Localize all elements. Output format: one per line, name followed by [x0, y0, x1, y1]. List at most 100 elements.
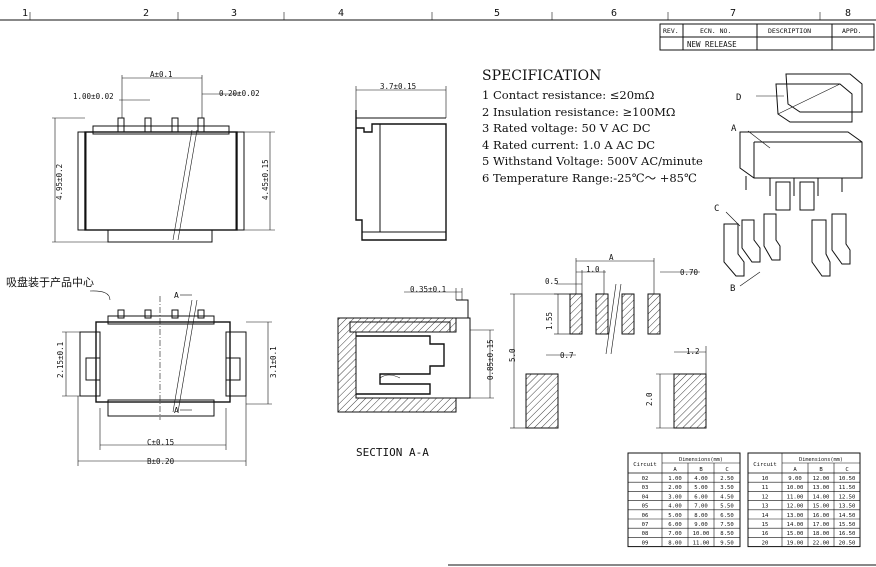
- grid-label-7: 7: [730, 8, 736, 19]
- grid-label-8: 8: [845, 8, 851, 19]
- right-table-cell: 15: [762, 522, 769, 528]
- left-table-cell: 05: [642, 504, 649, 510]
- right-table-cell: 16: [762, 531, 769, 537]
- spec-item-5: 5 Withstand Voltage: 500V AC/minute: [482, 154, 703, 168]
- right-table-cell: 20.50: [839, 540, 856, 546]
- fp-dim-0-70: 0.70: [680, 268, 699, 277]
- right-table-cell: 13.00: [813, 485, 830, 491]
- revision-block: REV. ECN. NO. DESCRIPTION APPD. NEW RELE…: [659, 23, 875, 51]
- left-table-cell: 5.50: [720, 504, 733, 510]
- left-table-cell: 06: [642, 513, 649, 519]
- left-table-cell: 11.00: [693, 540, 710, 546]
- left-table-cell: 09: [642, 540, 649, 546]
- left-table-cell: 4.00: [694, 476, 707, 482]
- spec-item-3: 3 Rated voltage: 50 V AC DC: [482, 121, 651, 135]
- spec-item-4: 4 Rated current: 1.0 A AC DC: [482, 138, 655, 152]
- left-table-cell: 07: [642, 522, 649, 528]
- left-table-cell: 8.50: [720, 531, 733, 537]
- right-circuit-header: Circuit: [753, 462, 777, 468]
- left-table-cell: 5.00: [668, 513, 681, 519]
- right-dims-header: Dimensions(mm): [799, 457, 843, 463]
- left-table-cell: 8.00: [694, 513, 707, 519]
- section-dim-side: 0.85±0.15: [486, 339, 495, 380]
- front-dim-pitch: 1.00±0.02: [73, 92, 114, 101]
- left-table-cell: 7.50: [720, 522, 733, 528]
- left-col-b: B: [699, 467, 703, 473]
- top-dim-b: B±0.20: [147, 457, 175, 466]
- right-table-cell: 12.50: [839, 494, 856, 500]
- fp-dim-0-5: 0.5: [545, 277, 559, 286]
- side-view: 3.7±0.15: [355, 82, 447, 241]
- left-table-cell: 9.50: [720, 540, 733, 546]
- section-mark-top: A: [174, 291, 179, 300]
- exploded-label-b: B: [730, 284, 735, 294]
- left-table-cell: 04: [642, 494, 649, 500]
- top-view: 吸盘装于产品中心 A A C±0.15 B±0.20 2.15±0.1: [6, 275, 278, 466]
- exploded-label-d: D: [736, 93, 741, 103]
- left-table-cell: 2.50: [720, 476, 733, 482]
- right-table-cell: 14.00: [787, 522, 804, 528]
- left-table-cell: 7.00: [694, 504, 707, 510]
- left-table-cell: 3.50: [720, 485, 733, 491]
- pcb-footprint: A 1.0 0.70 0.5 1.55 5.0 0.7 1.2 2.0: [508, 253, 707, 429]
- fp-dim-1-2: 1.2: [686, 347, 700, 356]
- section-view: 0.35±0.1 0.85±0.15 SECTION A-A: [337, 285, 495, 459]
- exploded-view: D A C B: [714, 73, 863, 294]
- spec-title: SPECIFICATION: [482, 68, 601, 84]
- left-table-cell: 6.50: [720, 513, 733, 519]
- side-dim-depth: 3.7±0.15: [380, 82, 416, 91]
- right-table-cell: 14: [762, 513, 769, 519]
- right-table-cell: 13.00: [787, 513, 804, 519]
- spec-item-2: 2 Insulation resistance: ≥100MΩ: [482, 105, 675, 119]
- top-dim-c: C±0.15: [147, 438, 174, 447]
- right-table-cell: 20: [762, 540, 769, 546]
- left-table-cell: 02: [642, 476, 649, 482]
- fp-dim-1-55: 1.55: [545, 312, 554, 330]
- description-header: DESCRIPTION: [768, 27, 811, 35]
- grid-label-6: 6: [611, 8, 617, 19]
- right-table-cell: 12.00: [787, 504, 804, 510]
- right-table-cell: 12: [762, 494, 769, 500]
- appd-header: APPD.: [842, 27, 862, 35]
- rev-description: NEW RELEASE: [687, 40, 737, 49]
- spec-item-6: 6 Temperature Range:-25℃～ +85℃: [482, 171, 697, 185]
- left-table-cell: 7.00: [668, 531, 681, 537]
- drawing-frame: 1 2 3 4 5 6 7 8: [0, 8, 876, 566]
- right-table-cell: 11.00: [787, 494, 804, 500]
- right-table-cell: 13: [762, 504, 769, 510]
- exploded-label-c: C: [714, 204, 719, 214]
- left-table-cell: 10.00: [693, 531, 710, 537]
- section-mark-bottom: A: [174, 406, 179, 415]
- fp-dim-a: A: [609, 253, 614, 262]
- section-dim-top: 0.35±0.1: [410, 285, 446, 294]
- right-table-cell: 16.50: [839, 531, 856, 537]
- right-table-cell: 13.50: [839, 504, 856, 510]
- right-table-cell: 18.00: [813, 531, 830, 537]
- left-table-cell: 8.00: [668, 540, 681, 546]
- left-table-cell: 6.00: [668, 522, 681, 528]
- front-dim-height-total: 4.95±0.2: [55, 164, 64, 200]
- left-col-c: C: [725, 467, 728, 473]
- grid-label-5: 5: [494, 8, 500, 19]
- left-table-cell: 6.00: [694, 494, 707, 500]
- right-table-cell: 15.00: [787, 531, 804, 537]
- fp-dim-0-7: 0.7: [560, 351, 574, 360]
- front-view: A±0.1 1.00±0.02 0.20±0.02 4.95±0.2 4.45±…: [52, 70, 275, 243]
- left-table-cell: 9.00: [694, 522, 707, 528]
- right-table-cell: 15.50: [839, 522, 856, 528]
- top-dim-left: 2.15±0.1: [56, 342, 65, 378]
- rev-header: REV.: [663, 27, 679, 35]
- grid-label-2: 2: [143, 8, 149, 19]
- right-col-b: B: [819, 467, 823, 473]
- right-table-cell: 22.00: [813, 540, 830, 546]
- left-col-a: A: [673, 467, 677, 473]
- left-circuit-header: Circuit: [633, 462, 657, 468]
- left-table-cell: 1.00: [668, 476, 681, 482]
- fp-dim-5-0: 5.0: [508, 348, 517, 362]
- right-table-cell: 11.50: [839, 485, 856, 491]
- top-dim-right: 3.1±0.1: [269, 346, 278, 378]
- fp-dim-2-0: 2.0: [645, 392, 654, 406]
- grid-label-4: 4: [338, 8, 344, 19]
